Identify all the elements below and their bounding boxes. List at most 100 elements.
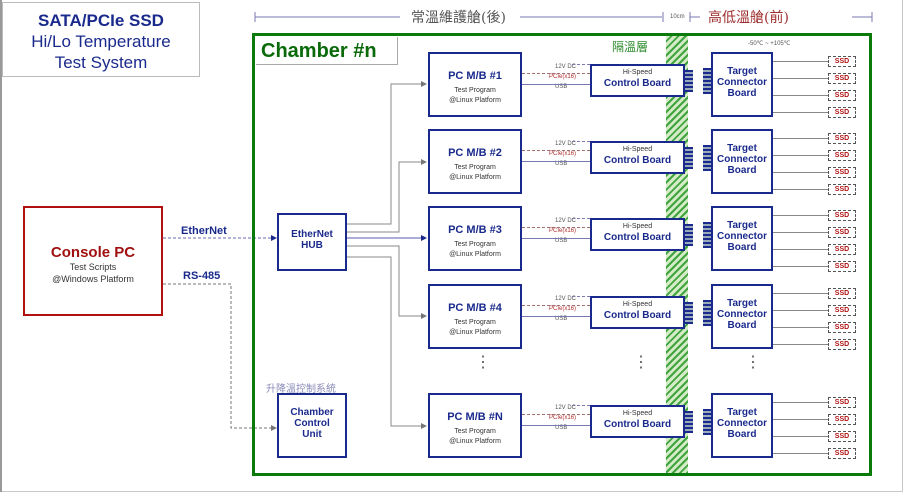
signal-usb: USB	[555, 161, 568, 167]
hilo-temp-zone-label: 高低溫艙(前)	[702, 7, 795, 27]
ssd-link	[773, 61, 828, 62]
target-line-2: Connector	[717, 154, 767, 165]
target-line-1: Target	[727, 407, 757, 418]
pc-board-line-2: @Linux Platform	[449, 438, 501, 445]
ellipsis-target: ⋮	[745, 354, 761, 371]
hub-link-n	[346, 256, 427, 429]
ssd-slot: SSD	[828, 448, 856, 459]
console-line-1: Test Scripts	[69, 262, 117, 272]
signal-pcie: PCIe(x16)	[549, 306, 577, 312]
console-title: Console PC	[50, 244, 136, 261]
ssd-link	[773, 327, 828, 328]
target-connector-board: Target Connector Board	[711, 129, 773, 194]
rs485-link	[163, 283, 277, 431]
signal-power: 12V DC	[555, 296, 577, 302]
ccu-line-2: Control	[294, 418, 330, 429]
target-connector	[703, 222, 711, 248]
target-connector	[703, 300, 711, 326]
pc-board-title: PC M/B #2	[448, 147, 502, 159]
hub-link-1	[346, 81, 427, 225]
left-rule	[0, 0, 2, 492]
target-line-2: Connector	[717, 309, 767, 320]
hub-line-1: EtherNet	[291, 229, 333, 240]
target-line-3: Board	[727, 320, 757, 331]
ssd-link	[773, 453, 828, 454]
control-board-line-2: Control Board	[603, 232, 672, 243]
target-line-2: Connector	[717, 418, 767, 429]
ssd-slot: SSD	[828, 431, 856, 442]
ssd-slot: SSD	[828, 73, 856, 84]
pc-board: PC M/B #4 Test Program @Linux Platform	[428, 284, 522, 349]
hub-link-2	[346, 159, 427, 233]
console-pc: Console PC Test Scripts @Windows Platfor…	[23, 206, 163, 316]
signal-usb: USB	[555, 238, 568, 244]
pc-board-line-2: @Linux Platform	[449, 97, 501, 104]
ssd-slot: SSD	[828, 90, 856, 101]
target-line-3: Board	[727, 165, 757, 176]
ccu-line-1: Chamber	[290, 407, 334, 418]
signal-pcie: PCIe(x16)	[549, 415, 577, 421]
control-board-line-1: Hi-Speed	[622, 69, 653, 76]
power-line	[572, 405, 590, 406]
control-board-line-2: Control Board	[603, 419, 672, 430]
control-board-line-1: Hi-Speed	[622, 410, 653, 417]
board-connector	[685, 70, 693, 92]
usb-line	[522, 316, 590, 317]
target-line-3: Board	[727, 88, 757, 99]
control-board-line-1: Hi-Speed	[622, 223, 653, 230]
target-line-1: Target	[727, 143, 757, 154]
control-board-line-2: Control Board	[603, 155, 672, 166]
pc-board-line-1: Test Program	[454, 319, 496, 326]
control-board-line-2: Control Board	[603, 78, 672, 89]
pcie-line	[522, 227, 590, 228]
power-line	[572, 218, 590, 219]
ssd-slot: SSD	[828, 210, 856, 221]
pc-board-line-2: @Linux Platform	[449, 329, 501, 336]
ethernet-label: EtherNet	[181, 225, 227, 237]
pcie-line	[522, 150, 590, 151]
target-line-2: Connector	[717, 77, 767, 88]
usb-line	[522, 84, 590, 85]
target-line-2: Connector	[717, 231, 767, 242]
target-connector	[703, 68, 711, 94]
usb-line	[522, 425, 590, 426]
signal-power: 12V DC	[555, 405, 577, 411]
ssd-link	[773, 419, 828, 420]
ssd-link	[773, 402, 828, 403]
signal-usb: USB	[555, 84, 568, 90]
power-line	[572, 296, 590, 297]
ssd-link	[773, 436, 828, 437]
power-line	[572, 64, 590, 65]
pcie-line	[522, 305, 590, 306]
rs485-label: RS-485	[183, 270, 221, 282]
pc-board-line-1: Test Program	[454, 241, 496, 248]
chamber-border	[252, 33, 872, 476]
ssd-slot: SSD	[828, 167, 856, 178]
ssd-slot: SSD	[828, 339, 856, 350]
board-connector	[685, 411, 693, 433]
console-line-2: @Windows Platform	[52, 274, 134, 284]
ssd-slot: SSD	[828, 133, 856, 144]
insulation-layer-label: 隔溫層	[612, 40, 649, 54]
ssd-slot: SSD	[828, 56, 856, 67]
pc-board-line-2: @Linux Platform	[449, 251, 501, 258]
control-board-line-1: Hi-Speed	[622, 146, 653, 153]
pcie-line	[522, 414, 590, 415]
gap-label: 10cm	[670, 14, 685, 20]
signal-usb: USB	[555, 425, 568, 431]
pc-board-line-1: Test Program	[454, 87, 496, 94]
ssd-slot: SSD	[828, 107, 856, 118]
chamber-control-unit: Chamber Control Unit	[277, 393, 347, 458]
target-connector-board: Target Connector Board	[711, 52, 773, 117]
target-line-3: Board	[727, 242, 757, 253]
signal-pcie: PCIe(x16)	[549, 228, 577, 234]
ssd-link	[773, 215, 828, 216]
ellipsis-control: ⋮	[633, 354, 649, 371]
control-board: Hi-Speed Control Board	[590, 405, 685, 438]
signal-power: 12V DC	[555, 64, 577, 70]
ssd-slot: SSD	[828, 184, 856, 195]
title-line-2: Hi/Lo Temperature	[31, 32, 171, 51]
ssd-slot: SSD	[828, 288, 856, 299]
diagram-title: SATA/PCIe SSD Hi/Lo Temperature Test Sys…	[2, 2, 200, 77]
